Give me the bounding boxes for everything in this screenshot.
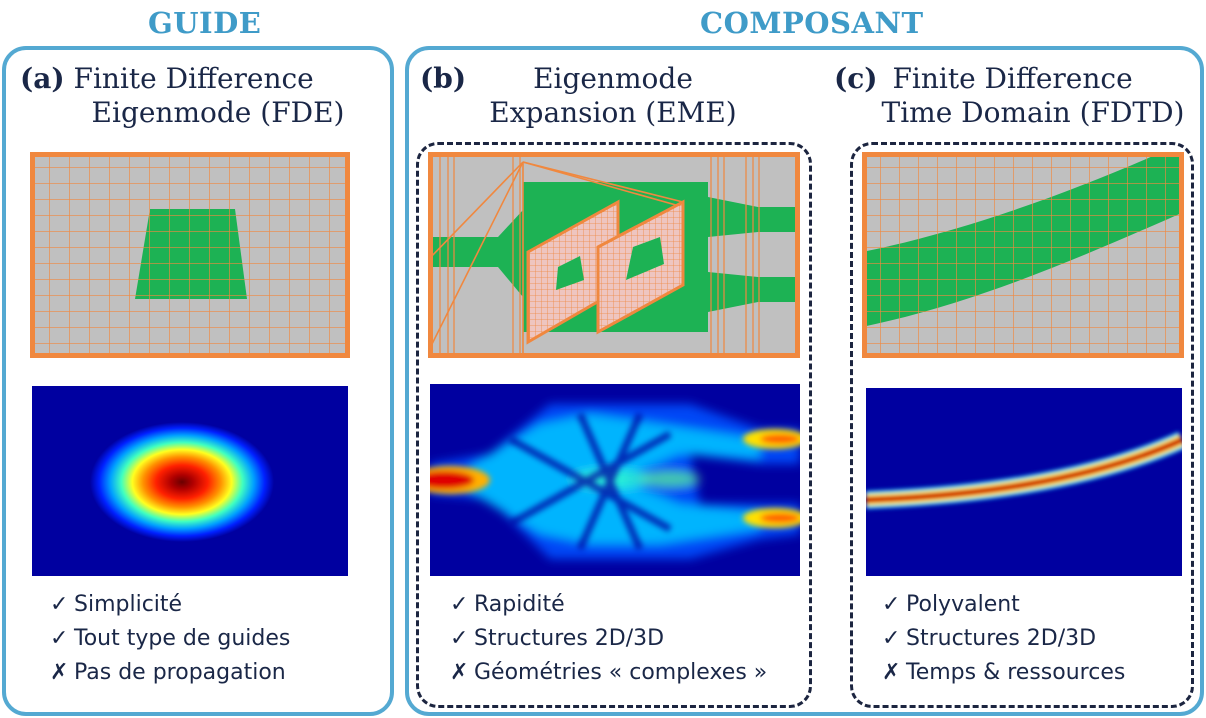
bullet-text: Temps & ressources [906,660,1126,685]
eme-bullets: ✓Rapidité ✓Structures 2D/3D ✗Géométries … [450,588,767,690]
composant-panel [405,46,1204,716]
fdtd-title-line1: Finite Difference [892,62,1133,95]
fdtd-title: (c) Finite Difference Time Domain (FDTD) [832,62,1204,130]
fdtd-title-line2: Time Domain (FDTD) [881,96,1185,129]
bullet-text: Polyvalent [906,592,1020,617]
check-icon: ✓ [50,626,69,651]
header-guide: GUIDE [148,6,262,40]
list-item: ✓Tout type de guides [50,622,290,656]
eme-dashed-box [416,142,812,708]
check-icon: ✓ [450,592,469,617]
guide-panel [2,46,394,716]
check-icon: ✓ [882,592,901,617]
fdtd-dashed-box [850,142,1194,708]
list-item: ✓Simplicité [50,588,290,622]
bullet-text: Rapidité [474,592,565,617]
bullet-text: Géométries « complexes » [474,660,768,685]
list-item: ✗Pas de propagation [50,656,290,690]
list-item: ✓Polyvalent [882,588,1125,622]
cross-icon: ✗ [882,660,901,685]
fde-mesh-illustration [30,152,350,358]
list-item: ✓Rapidité [450,588,767,622]
list-item: ✗Temps & ressources [882,656,1125,690]
eme-title-line2: Expansion (EME) [489,96,737,129]
eme-cross-section-2 [596,199,685,335]
fdtd-propagation-field [866,388,1182,576]
eme-title: (b) Eigenmode Expansion (EME) [418,62,798,130]
eme-title-line1: Eigenmode [533,62,693,95]
fde-title-line1: Finite Difference [73,62,314,95]
list-item: ✓Structures 2D/3D [882,622,1125,656]
list-item: ✓Structures 2D/3D [450,622,767,656]
list-item: ✗Géométries « complexes » [450,656,767,690]
bullet-text: Structures 2D/3D [474,626,665,651]
bullet-text: Simplicité [74,592,183,617]
bullet-text: Structures 2D/3D [906,626,1097,651]
check-icon: ✓ [50,592,69,617]
check-icon: ✓ [882,626,901,651]
eme-tag: (b) [420,62,467,95]
fde-mode-field [32,386,348,576]
header-composant: COMPOSANT [700,6,924,40]
fde-bullets: ✓Simplicité ✓Tout type de guides ✗Pas de… [50,588,290,690]
fde-title: (a) Finite Difference Eigenmode (FDE) [18,62,388,130]
cross-icon: ✗ [450,660,469,685]
fdtd-tag: (c) [834,62,878,95]
cross-icon: ✗ [50,660,69,685]
bullet-text: Tout type de guides [74,626,291,651]
bullet-text: Pas de propagation [74,660,286,685]
fdtd-bullets: ✓Polyvalent ✓Structures 2D/3D ✗Temps & r… [882,588,1125,690]
eme-mesh-illustration [428,152,800,358]
fdtd-mesh-illustration [862,152,1184,358]
fde-title-line2: Eigenmode (FDE) [91,96,345,129]
eme-propagation-field [430,384,800,576]
check-icon: ✓ [450,626,469,651]
fde-tag: (a) [20,62,65,95]
